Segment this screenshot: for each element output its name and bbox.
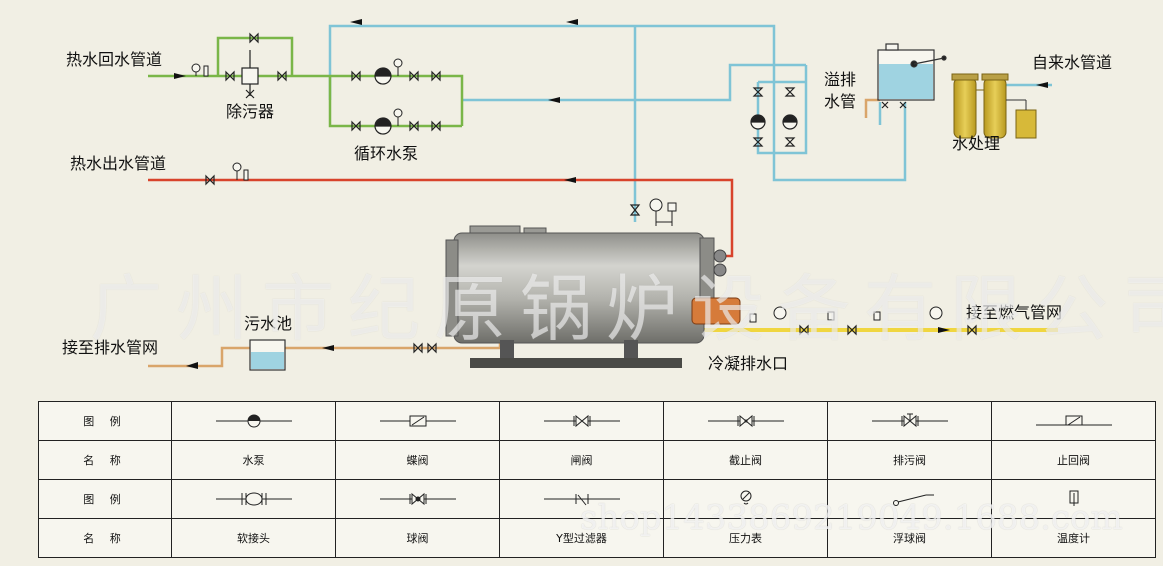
water-treatment-label: 水处理 [952, 134, 1001, 153]
circulation-pumps [374, 67, 798, 135]
boiler-system-diagram: 热水回水管道 除污器 循环水泵 热水出水管道 溢排 水管 自来水管道 水处理 污… [62, 19, 1163, 373]
legend-row: 图 例 [38, 401, 1156, 441]
legend-head: 名 称 [38, 518, 172, 558]
legend-name: 排污阀 [827, 440, 992, 480]
float-valve-symbol-icon [827, 479, 992, 519]
pressure-gauge-symbol-icon [663, 479, 828, 519]
cold-water-pipes [328, 24, 1052, 222]
boiler [445, 225, 741, 368]
circ-pump-label: 循环水泵 [354, 144, 419, 163]
legend-name: 蝶阀 [335, 440, 500, 480]
legend-name: 浮球阀 [827, 518, 992, 558]
gate-valve-symbol-icon [499, 401, 664, 441]
return-water-pipes [148, 36, 464, 128]
water-tank [877, 43, 947, 101]
sewage-pool [249, 339, 286, 371]
legend-table: 图 例 名 称 水泵 蝶阀 闸阀 截止阀 排污阀 止回阀 图 例 [38, 401, 1156, 558]
overflow-drain-label-2: 水管 [824, 92, 857, 111]
legend-name: 软接头 [171, 518, 336, 558]
water-treatment-unit [951, 73, 1037, 139]
legend-name: Y型过滤器 [499, 518, 664, 558]
legend-name: 闸阀 [499, 440, 664, 480]
supply-main-label: 热水出水管道 [70, 154, 167, 173]
to-drain-network-label: 接至排水管网 [62, 338, 159, 357]
butterfly-valve-symbol-icon [335, 401, 500, 441]
legend-name: 截止阀 [663, 440, 828, 480]
ball-valve-symbol-icon [335, 479, 500, 519]
return-main-label: 热水回水管道 [66, 50, 163, 69]
legend-head: 图 例 [38, 401, 172, 441]
legend-name: 水泵 [171, 440, 336, 480]
overflow-drain-label-1: 溢排 [824, 70, 857, 89]
y-strainer-symbol-icon [499, 479, 664, 519]
pump-symbol-icon [171, 401, 336, 441]
legend-head: 图 例 [38, 479, 172, 519]
flow-arrows [174, 19, 1048, 369]
pipe-schematic [148, 19, 1058, 371]
legend-name: 温度计 [991, 518, 1156, 558]
globe-valve-symbol-icon [663, 401, 828, 441]
thermometer-symbol-icon [991, 479, 1156, 519]
legend-row: 名 称 水泵 蝶阀 闸阀 截止阀 排污阀 止回阀 [38, 440, 1156, 480]
dirt-separator [241, 50, 259, 99]
tap-water-main-label: 自来水管道 [1032, 53, 1113, 72]
legend-head: 名 称 [38, 440, 172, 480]
legend-name: 压力表 [663, 518, 828, 558]
flexible-joint-symbol-icon [171, 479, 336, 519]
blowdown-valve-symbol-icon [827, 401, 992, 441]
valves [205, 32, 977, 354]
legend-name: 球阀 [335, 518, 500, 558]
dirt-separator-label: 除污器 [226, 102, 275, 121]
sewage-pool-label: 污水池 [244, 314, 293, 333]
gauges [191, 58, 943, 323]
condensate-outlet-label: 冷凝排水口 [708, 354, 789, 373]
legend-row: 名 称 软接头 球阀 Y型过滤器 压力表 浮球阀 温度计 [38, 518, 1156, 558]
check-valve-symbol-icon [991, 401, 1156, 441]
legend-name: 止回阀 [991, 440, 1156, 480]
legend-row: 图 例 [38, 479, 1156, 519]
to-gas-network-label: 接至燃气管网 [966, 303, 1063, 322]
